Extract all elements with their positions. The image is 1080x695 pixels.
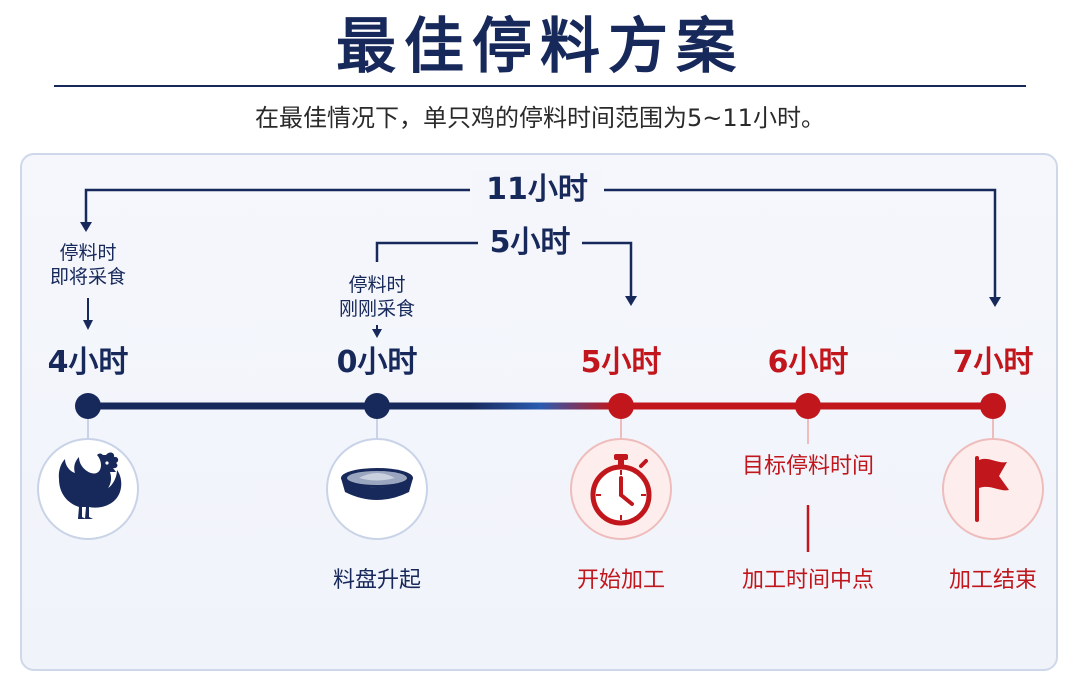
span-5h-bracket	[375, 241, 633, 298]
feed-pan-icon-circle	[326, 438, 428, 540]
span-11h-label: 11小时	[472, 170, 602, 210]
node-dot-4h	[75, 393, 101, 419]
node-dot-5h	[608, 393, 634, 419]
node-dot-0h	[364, 393, 390, 419]
arrowhead-icon	[625, 296, 637, 306]
node-dot-6h	[795, 393, 821, 419]
stopwatch-icon-circle	[570, 438, 672, 540]
node-label-7h: 7小时	[952, 345, 1034, 380]
node-label-6h: 6小时	[767, 345, 849, 380]
flag-icon-circle	[942, 438, 1044, 540]
caption-feed-pan-raised: 料盘升起	[332, 568, 421, 593]
arrowhead-icon	[80, 222, 92, 232]
feed-pan-icon	[341, 468, 413, 500]
target-stop-time-label: 目标停料时间	[741, 454, 874, 479]
note-just-ate: 停料时 刚刚采食	[338, 274, 415, 320]
note-arrow	[83, 298, 93, 330]
note-about-to-eat: 停料时 即将采食	[49, 242, 126, 288]
title-divider	[54, 85, 1026, 87]
page-subtitle: 在最佳情况下，单只鸡的停料时间范围为5~11小时。	[255, 104, 825, 132]
arrowhead-icon	[989, 297, 1001, 307]
stopwatch-icon	[590, 454, 652, 526]
caption-processing-end: 加工结束	[948, 568, 1037, 593]
caption-processing-midpoint: 加工时间中点	[741, 568, 874, 593]
node-label-4h: 4小时	[47, 345, 129, 380]
caption-processing-start: 开始加工	[576, 568, 665, 593]
chicken-icon-circle	[37, 438, 139, 540]
timeline-panel	[20, 153, 1058, 671]
span-11h-bracket	[84, 188, 997, 300]
node-dot-7h	[980, 393, 1006, 419]
note-arrow	[372, 325, 382, 338]
chicken-icon	[58, 452, 122, 519]
node-label-5h: 5小时	[580, 345, 662, 380]
node-label-0h: 0小时	[336, 345, 418, 380]
span-5h-label: 5小时	[478, 223, 582, 263]
page-title: 最佳停料方案	[336, 12, 744, 82]
flag-icon	[975, 456, 1009, 522]
